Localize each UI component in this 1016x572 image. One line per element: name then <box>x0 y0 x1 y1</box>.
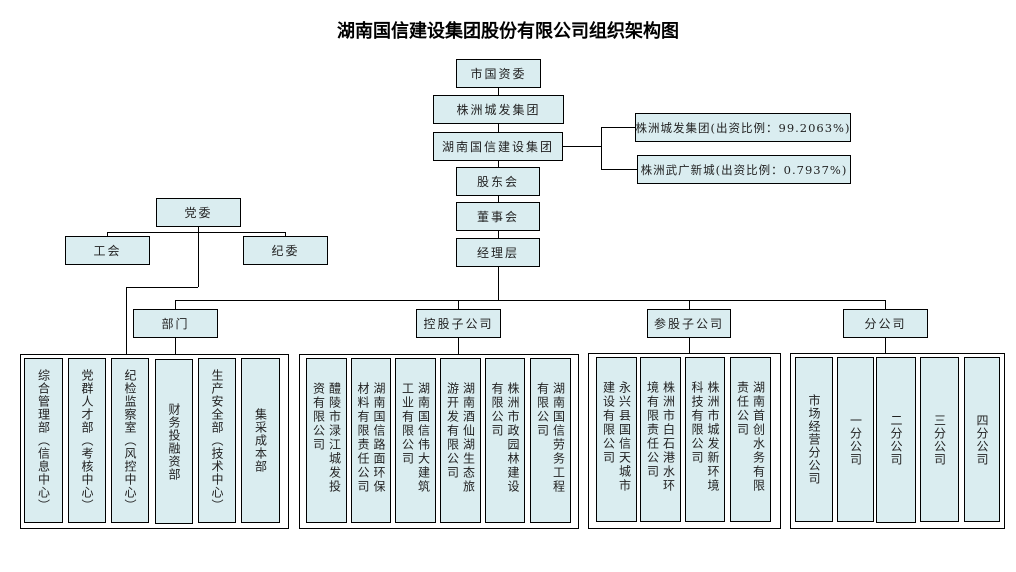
connector-line <box>498 231 499 238</box>
department-box[interactable]: 党群人才部（考核中心） <box>68 358 106 523</box>
department-label: 财务投融资部 <box>167 402 181 481</box>
branch-label: 一分公司 <box>848 413 863 466</box>
shareholders-meeting-box[interactable]: 股东会 <box>456 167 540 196</box>
discipline-label: 纪委 <box>271 244 300 258</box>
connector-line <box>601 127 602 169</box>
connector-line <box>175 337 176 355</box>
holding-subsidiary-label: 湖南国信伟大建筑工业有限公司 <box>400 381 431 494</box>
connector-line <box>285 232 286 237</box>
branch-label: 四分公司 <box>975 413 989 466</box>
connector-line <box>498 196 499 202</box>
branch-box[interactable]: 四分公司 <box>964 357 1000 522</box>
connector-line <box>175 300 176 309</box>
connector-line <box>498 123 499 132</box>
holding-subsidiary-label: 湖南酒仙湖生态旅游开发有限公司 <box>445 381 476 494</box>
category-label: 部门 <box>161 317 190 331</box>
department-label: 综合管理部（信息中心） <box>36 369 51 512</box>
connector-line <box>107 232 285 233</box>
department-box[interactable]: 集采成本部 <box>241 358 280 523</box>
connector-line <box>126 287 127 357</box>
connector-line <box>885 337 886 354</box>
connector-line <box>689 337 690 354</box>
management-box[interactable]: 经理层 <box>456 238 540 267</box>
category-holding-subsidiaries[interactable]: 控股子公司 <box>416 309 501 338</box>
sasac-label: 市国资委 <box>470 67 527 81</box>
branch-box[interactable]: 二分公司 <box>876 357 916 523</box>
connector-line <box>562 146 601 147</box>
participating-subsidiary-label: 株洲市白石港水环境有限责任公司 <box>645 380 676 493</box>
board-label: 董事会 <box>476 210 519 224</box>
shareholders-meeting-label: 股东会 <box>476 175 519 189</box>
shareholder-box[interactable]: 株洲武广新城(出资比例：0.7937%) <box>637 155 851 184</box>
department-box[interactable]: 综合管理部（信息中心） <box>24 358 63 523</box>
connector-line <box>601 127 635 128</box>
department-label: 纪检监察室（风控中心） <box>123 369 137 512</box>
holding-subsidiary-box[interactable]: 湖南酒仙湖生态旅游开发有限公司 <box>440 358 481 523</box>
shareholder-label: 株洲武广新城(出资比例：0.7937%) <box>640 162 848 177</box>
branch-label: 二分公司 <box>889 414 903 466</box>
chart-title: 湖南国信建设集团股份有限公司组织架构图 <box>337 21 679 42</box>
category-label: 参股子公司 <box>653 317 724 331</box>
connector-line <box>458 337 459 354</box>
participating-subsidiary-box[interactable]: 永兴县国信天城市建设有限公司 <box>596 357 637 522</box>
connector-line <box>126 287 198 288</box>
department-label: 党群人才部（考核中心） <box>80 369 94 512</box>
holding-subsidiary-label: 醴陵市渌江城发投资有限公司 <box>311 381 342 494</box>
participating-subsidiary-label: 湖南首创水务有限责任公司 <box>735 380 766 493</box>
shareholder-box[interactable]: 株洲城发集团(出资比例：99.2063%) <box>635 113 851 142</box>
parent-group-box[interactable]: 株洲城发集团 <box>433 95 564 124</box>
branch-box[interactable]: 一分公司 <box>837 357 874 522</box>
connector-line <box>107 232 108 237</box>
category-departments[interactable]: 部门 <box>133 309 218 338</box>
department-box[interactable]: 财务投融资部 <box>155 359 193 524</box>
union-label: 工会 <box>93 244 122 258</box>
participating-subsidiary-box[interactable]: 株洲市城发新环境科技有限公司 <box>685 357 725 522</box>
party-committee-box[interactable]: 党委 <box>156 198 241 227</box>
holding-subsidiary-label: 湖南国信路面环保材料有限责任公司 <box>356 381 386 494</box>
holding-subsidiary-box[interactable]: 醴陵市渌江城发投资有限公司 <box>306 358 347 523</box>
connector-line <box>498 160 499 168</box>
participating-subsidiary-box[interactable]: 株洲市白石港水环境有限责任公司 <box>640 357 681 522</box>
participating-subsidiary-label: 永兴县国信天城市建设有限公司 <box>601 380 632 493</box>
union-box[interactable]: 工会 <box>65 236 150 265</box>
shareholder-label: 株洲城发集团(出资比例：99.2063%) <box>635 120 851 135</box>
category-label: 分公司 <box>864 317 907 331</box>
branch-label: 市场经营分公司 <box>807 394 821 485</box>
connector-line <box>601 169 637 170</box>
connector-line <box>175 300 886 301</box>
participating-subsidiary-label: 株洲市城发新环境科技有限公司 <box>690 380 720 493</box>
department-label: 生产安全部（技术中心） <box>210 369 224 512</box>
category-branches[interactable]: 分公司 <box>843 309 928 338</box>
holding-subsidiary-box[interactable]: 湖南国信伟大建筑工业有限公司 <box>395 358 436 523</box>
participating-subsidiary-box[interactable]: 湖南首创水务有限责任公司 <box>730 357 771 522</box>
holding-subsidiary-box[interactable]: 湖南国信劳务工程有限公司 <box>530 358 571 523</box>
connector-line <box>198 226 199 287</box>
department-box[interactable]: 纪检监察室（风控中心） <box>111 358 149 523</box>
sasac-box[interactable]: 市国资委 <box>456 59 541 88</box>
party-committee-label: 党委 <box>184 206 213 220</box>
category-participating-subsidiaries[interactable]: 参股子公司 <box>647 309 731 338</box>
branch-label: 三分公司 <box>932 413 947 466</box>
category-label: 控股子公司 <box>423 317 494 331</box>
connector-line <box>885 300 886 309</box>
holding-subsidiary-box[interactable]: 湖南国信路面环保材料有限责任公司 <box>351 358 391 523</box>
company-label: 湖南国信建设集团 <box>441 140 554 154</box>
board-box[interactable]: 董事会 <box>456 202 540 231</box>
holding-subsidiary-box[interactable]: 株洲市政园林建设有限公司 <box>485 358 525 523</box>
holding-subsidiary-label: 株洲市政园林建设有限公司 <box>490 381 520 494</box>
branch-box[interactable]: 市场经营分公司 <box>795 357 833 522</box>
branch-box[interactable]: 三分公司 <box>920 357 959 522</box>
holding-subsidiary-label: 湖南国信劳务工程有限公司 <box>535 381 566 494</box>
management-label: 经理层 <box>476 246 519 260</box>
company-box[interactable]: 湖南国信建设集团 <box>433 132 563 161</box>
connector-line <box>689 300 690 309</box>
connector-line <box>458 300 459 309</box>
department-box[interactable]: 生产安全部（技术中心） <box>198 358 236 523</box>
parent-group-label: 株洲城发集团 <box>456 103 541 117</box>
connector-line <box>498 87 499 95</box>
connector-line <box>498 266 499 300</box>
discipline-box[interactable]: 纪委 <box>243 236 328 265</box>
department-label: 集采成本部 <box>253 408 268 473</box>
